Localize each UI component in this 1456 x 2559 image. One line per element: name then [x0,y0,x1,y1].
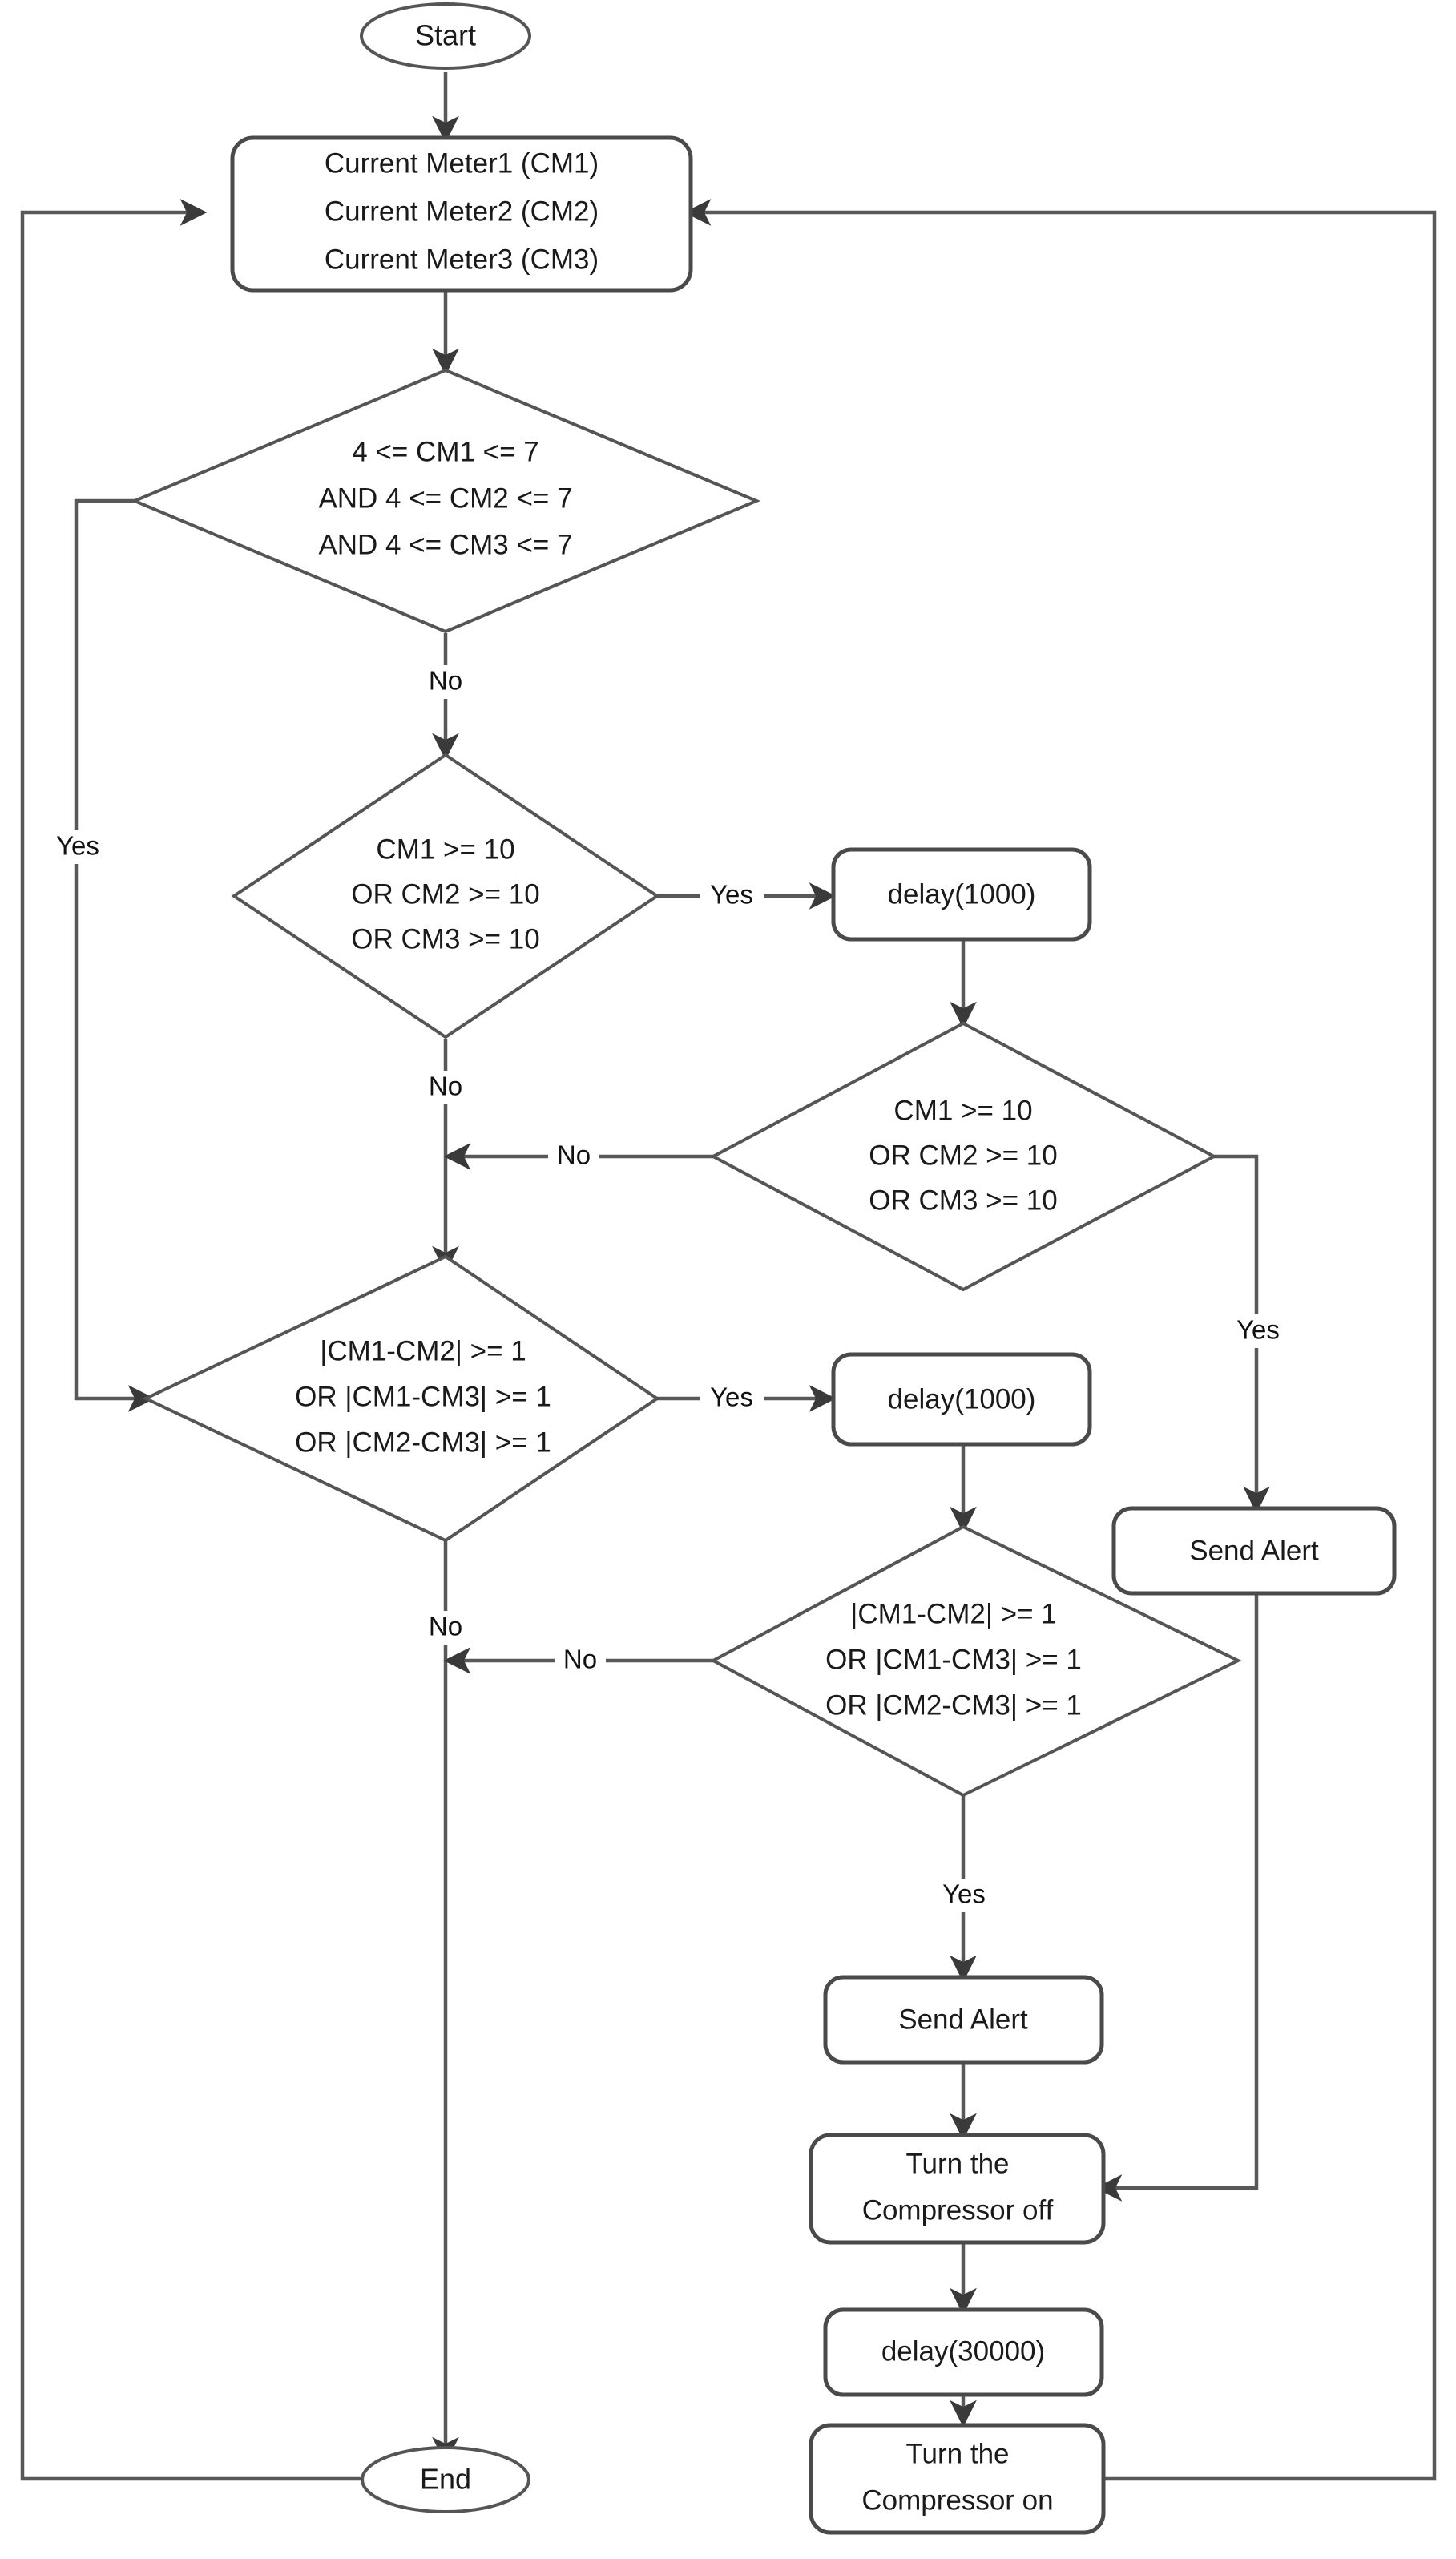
decision-over-1-diamond [231,753,660,1039]
decision-diff-1-line-1: |CM1-CM2| >= 1 [320,1335,526,1366]
label-range-no: No [420,665,471,699]
node-delay-30000[interactable]: delay(30000) [823,2307,1104,2397]
decision-over-1-line-2: OR CM2 >= 10 [351,878,539,910]
decision-over-2-line-1: CM1 >= 10 [893,1095,1032,1126]
decision-diff-1-line-3: OR |CM2-CM3| >= 1 [295,1427,551,1458]
delay-1000-a-box [831,847,1092,942]
label-over1-yes-text: Yes [710,880,753,910]
label-range-no-text: No [429,666,462,696]
edge-send-alert-right-to-compressor-off [1095,1559,1259,2202]
node-delay-1000-b[interactable]: delay(1000) [831,1352,1092,1447]
decision-over-2-diamond [709,1021,1218,1292]
node-decision-diff-2[interactable]: |CM1-CM2| >= 1 OR |CM1-CM3| >= 1 OR |CM2… [709,1524,1242,1798]
compressor-off-line-1: Turn the [905,2148,1009,2179]
label-range-yes: Yes [46,830,109,864]
node-decision-over-2[interactable]: CM1 >= 10 OR CM2 >= 10 OR CM3 >= 10 [709,1021,1218,1292]
node-read-meters[interactable]: Current Meter1 (CM1) Current Meter2 (CM2… [230,135,693,293]
node-send-alert-bottom[interactable]: Send Alert [823,1975,1104,2065]
decision-over-2-line-2: OR CM2 >= 10 [869,1140,1057,1171]
edge-end-to-read-meters [20,199,362,2481]
node-compressor-off[interactable]: Turn the Compressor off [809,2133,1106,2245]
read-meters-line-3: Current Meter3 (CM3) [325,244,599,275]
read-meters-line-2: Current Meter2 (CM2) [325,196,599,227]
decision-range-line-2: AND 4 <= CM2 <= 7 [318,482,572,514]
label-over2-no-text: No [557,1140,591,1170]
label-over1-yes: Yes [700,879,764,913]
decision-range-line-1: 4 <= CM1 <= 7 [352,436,538,467]
decision-diff-1-line-2: OR |CM1-CM3| >= 1 [295,1381,551,1412]
send-alert-right-box [1111,1506,1397,1596]
delay-1000-a-label: delay(1000) [888,878,1036,910]
node-end[interactable]: End [361,2446,530,2513]
decision-diff-1-diamond [142,1254,660,1543]
edge-layer [20,72,1437,2481]
delay-30000-box [823,2307,1104,2397]
edge-compressor-on-to-read-meters [684,199,1437,2481]
start-ellipse [360,2,531,70]
compressor-on-box [809,2423,1106,2535]
decision-range-line-3: AND 4 <= CM3 <= 7 [318,529,572,560]
label-range-yes-text: Yes [56,831,99,861]
label-diff1-no: No [420,1611,471,1645]
node-decision-range[interactable]: 4 <= CM1 <= 7 AND 4 <= CM2 <= 7 AND 4 <=… [130,368,761,634]
label-diff2-yes: Yes [932,1879,996,1912]
edge-label-layer: No Yes Yes No No Yes [46,665,1290,1912]
label-diff2-yes-text: Yes [942,1879,986,1909]
start-label: Start [415,19,476,52]
label-diff2-no: No [555,1644,606,1677]
label-diff1-yes-text: Yes [710,1382,753,1412]
label-over1-no-text: No [429,1072,462,1101]
end-label: End [420,2463,471,2496]
label-over2-yes-text: Yes [1236,1315,1280,1345]
send-alert-bottom-box [823,1975,1104,2065]
node-send-alert-right[interactable]: Send Alert [1111,1506,1397,1596]
node-delay-1000-a[interactable]: delay(1000) [831,847,1092,942]
read-meters-line-1: Current Meter1 (CM1) [325,147,599,179]
send-alert-right-label: Send Alert [1189,1535,1319,1566]
label-diff2-no-text: No [563,1645,597,1674]
label-over2-no: No [548,1140,599,1173]
decision-over-1-line-1: CM1 >= 10 [376,833,514,865]
label-diff1-yes: Yes [700,1382,764,1415]
delay-1000-b-box [831,1352,1092,1447]
decision-diff-2-line-3: OR |CM2-CM3| >= 1 [825,1689,1082,1721]
read-meters-box [230,135,693,293]
decision-diff-2-line-1: |CM1-CM2| >= 1 [850,1598,1056,1629]
delay-30000-label: delay(30000) [881,2335,1045,2367]
send-alert-bottom-label: Send Alert [898,2004,1028,2035]
end-ellipse [361,2446,530,2513]
compressor-off-box [809,2133,1106,2245]
label-over2-yes: Yes [1226,1314,1290,1348]
decision-diff-2-line-2: OR |CM1-CM3| >= 1 [825,1644,1082,1675]
decision-range-diamond [130,368,761,634]
compressor-on-line-1: Turn the [905,2438,1009,2469]
label-diff1-no-text: No [429,1612,462,1641]
compressor-on-line-2: Compressor on [861,2484,1053,2516]
node-decision-diff-1[interactable]: |CM1-CM2| >= 1 OR |CM1-CM3| >= 1 OR |CM2… [142,1254,660,1543]
compressor-off-line-2: Compressor off [862,2194,1054,2226]
edge-over2-yes-to-send-alert-right [1214,1154,1270,1514]
decision-over-2-line-3: OR CM3 >= 10 [869,1185,1057,1216]
decision-over-1-line-3: OR CM3 >= 10 [351,923,539,955]
edge-range-yes-to-diff1 [74,498,234,1412]
delay-1000-b-label: delay(1000) [888,1383,1036,1415]
node-decision-over-1[interactable]: CM1 >= 10 OR CM2 >= 10 OR CM3 >= 10 [231,753,660,1039]
label-over1-no: No [420,1071,471,1104]
decision-diff-2-diamond [709,1524,1242,1798]
node-compressor-on[interactable]: Turn the Compressor on [809,2423,1106,2535]
node-start[interactable]: Start [360,2,531,70]
